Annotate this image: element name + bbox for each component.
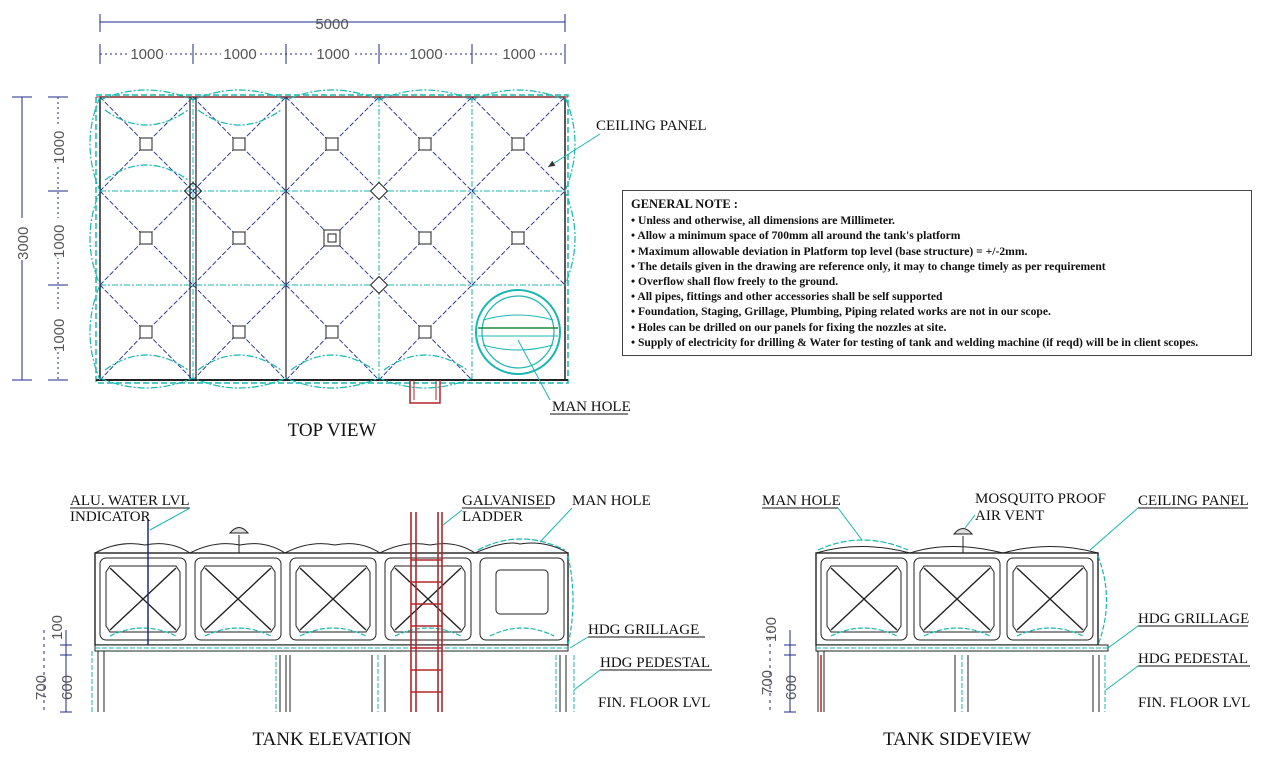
- general-note-box: GENERAL NOTE : • Unless and otherwise, a…: [622, 190, 1252, 356]
- general-note-item: • Supply of electricity for drilling & W…: [631, 335, 1199, 349]
- tank-elevation: 100 700 600 ALU. WATER LVL INDICATOR GAL…: [33, 493, 712, 750]
- general-note-item: • The details given in the drawing are r…: [631, 259, 1106, 273]
- dim-700-sideview: 700: [759, 670, 776, 695]
- segment-height-label: 1000: [51, 131, 68, 164]
- panel-seams: [189, 97, 287, 380]
- general-note-item: • Allow a minimum space of 700mm all aro…: [631, 229, 961, 243]
- floor-level-elevation-callout: FIN. FLOOR LVL: [598, 695, 710, 711]
- pedestal-elevation-callout: HDG PEDESTAL: [600, 655, 710, 671]
- top-view-title: TOP VIEW: [288, 420, 377, 441]
- ladder-callout-line1: GALVANISED: [462, 493, 556, 509]
- vent-sideview-callout-line1: MOSQUITO PROOF: [975, 491, 1106, 507]
- general-note-item: • Foundation, Staging, Grillage, Plumbin…: [631, 305, 1051, 319]
- panel-center-nodes: [139, 137, 525, 339]
- elevation-panels: [99, 555, 574, 646]
- general-note-item: • Holes can be drilled on our panels for…: [631, 320, 947, 334]
- air-vent-side: [952, 528, 974, 553]
- tank-sideview: 100 700 600 MAN HOLE MOSQUITO PROOF AIR …: [759, 491, 1250, 750]
- grillage-elevation-callout: HDG GRILLAGE: [588, 622, 699, 638]
- segment-height-label: 1000: [51, 319, 68, 352]
- segment-width-label: 1000: [502, 46, 535, 63]
- water-level-callout-line1: ALU. WATER LVL: [70, 493, 190, 509]
- general-note-item: • All pipes, fittings and other accessor…: [631, 290, 943, 304]
- dim-100-sideview: 100: [763, 617, 780, 642]
- tank-sideview-title: TANK SIDEVIEW: [883, 729, 1031, 750]
- tank-body-elevation: [94, 552, 569, 646]
- man-hole-elevation-callout: MAN HOLE: [572, 493, 651, 509]
- vent-sideview-callout-line2: AIR VENT: [975, 508, 1044, 524]
- general-note-item: • Maximum allowable deviation in Platfor…: [631, 244, 1028, 258]
- ceiling-panel-curves: [89, 89, 576, 389]
- air-vent: [228, 527, 250, 553]
- overall-width-label: 5000: [315, 16, 348, 33]
- segment-height-label: 1000: [51, 225, 68, 258]
- top-view: 5000 1000 1000 1000 1000 1000 3000: [12, 14, 707, 441]
- floor-level-sideview-callout: FIN. FLOOR LVL: [1138, 695, 1250, 711]
- man-hole-callout: MAN HOLE: [552, 399, 631, 415]
- dim-100-elevation: 100: [49, 615, 66, 640]
- segment-width-label: 1000: [223, 46, 256, 63]
- hdg-pedestals-sideview: [817, 651, 1100, 712]
- general-note-heading: GENERAL NOTE :: [631, 197, 738, 211]
- pedestal-sideview-callout: HDG PEDESTAL: [1138, 651, 1248, 667]
- dim-600-sideview: 600: [783, 675, 800, 700]
- overall-height-label: 3000: [15, 227, 32, 260]
- overflow-pipe: [409, 380, 441, 404]
- dim-700-elevation: 700: [33, 675, 50, 700]
- water-level-callout-line2: INDICATOR: [70, 509, 151, 525]
- segment-width-label: 1000: [409, 46, 442, 63]
- hdg-pedestals-elevation: [97, 651, 567, 712]
- galvanised-ladder: [410, 512, 443, 712]
- ceiling-panel-sideview-callout: CEILING PANEL: [1138, 493, 1249, 509]
- general-note-item: • Unless and otherwise, all dimensions a…: [631, 214, 895, 228]
- dim-600-elevation: 600: [59, 675, 76, 700]
- tank-elevation-title: TANK ELEVATION: [252, 729, 411, 750]
- segment-width-dimensions: 1000 1000 1000 1000 1000: [99, 44, 566, 64]
- ladder-callout-line2: LADDER: [462, 509, 523, 525]
- man-hole-top: [475, 289, 561, 375]
- general-note-item: • Overflow shall flow freely to the grou…: [631, 275, 839, 289]
- segment-width-label: 1000: [316, 46, 349, 63]
- segment-width-label: 1000: [130, 46, 163, 63]
- man-hole-sideview-callout: MAN HOLE: [762, 493, 841, 509]
- ceiling-panel-callout: CEILING PANEL: [596, 118, 707, 134]
- grillage-sideview-callout: HDG GRILLAGE: [1138, 611, 1249, 627]
